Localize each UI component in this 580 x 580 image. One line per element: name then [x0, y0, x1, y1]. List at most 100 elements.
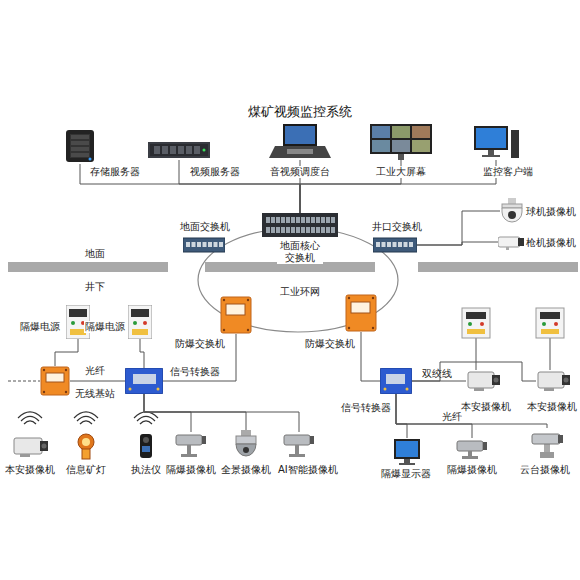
device-label: 地面核心交换机	[277, 240, 323, 264]
device-icon	[536, 370, 572, 392]
device-icon	[148, 140, 210, 160]
device-label: 球机摄像机	[525, 206, 577, 218]
device-node: 无线基站	[40, 366, 70, 396]
device-node: 执法仪	[138, 432, 154, 460]
device-label: 隔爆显示器	[380, 468, 432, 480]
device-icon	[500, 198, 524, 224]
device-node: 防爆交换机	[345, 294, 377, 332]
device-node: AI智能摄像机	[282, 432, 316, 458]
ground-band	[8, 262, 168, 272]
ground-band	[418, 262, 578, 272]
cable-connector	[80, 164, 300, 213]
device-label: 枪机摄像机	[525, 237, 577, 249]
device-icon	[62, 128, 98, 164]
device-icon	[530, 428, 564, 460]
cable-connector	[361, 332, 380, 381]
device-icon	[138, 432, 154, 460]
device-node: 隔爆摄像机	[455, 438, 489, 460]
device-label: 工业大屏幕	[375, 166, 427, 178]
device-icon	[373, 235, 417, 255]
device-label: 音视频调度台	[269, 166, 331, 178]
device-node: 防爆交换机	[220, 296, 252, 334]
device-label: 云台摄像机	[519, 464, 571, 476]
device-icon	[393, 438, 421, 466]
area-label: 地面	[85, 248, 105, 260]
device-label: 地面交换机	[179, 221, 231, 233]
cable-label: 光纤	[442, 411, 462, 423]
power-supply-symbol	[536, 308, 564, 370]
device-icon	[466, 370, 502, 392]
device-node: 信号转换器	[125, 368, 163, 394]
device-node: 隔爆摄像机	[174, 432, 208, 458]
device-node: 井口交换机	[373, 235, 417, 255]
device-icon	[370, 124, 432, 160]
device-node: 本安摄像机	[536, 370, 572, 392]
device-icon	[232, 430, 260, 460]
device-label: 隔爆电源	[84, 321, 126, 333]
device-node: 云台摄像机	[530, 428, 564, 460]
power-supply-symbol	[462, 308, 490, 370]
device-label: 隔爆摄像机	[165, 464, 217, 476]
device-icon	[345, 294, 377, 332]
device-label: 视频服务器	[189, 166, 241, 178]
device-label: 本安摄像机	[4, 464, 56, 476]
cable-connector	[396, 394, 547, 428]
device-label: 本安摄像机	[460, 401, 512, 413]
device-label: 无线基站	[74, 388, 116, 400]
device-node: 本安摄像机	[466, 370, 502, 392]
device-icon	[380, 368, 412, 394]
device-node: 信号转换器	[380, 368, 412, 394]
dashed-link	[8, 381, 40, 382]
device-icon	[125, 368, 163, 394]
cable-connector	[140, 339, 144, 368]
area-label: 井下	[85, 281, 105, 293]
device-icon	[262, 213, 338, 237]
device-icon	[220, 296, 252, 334]
device-icon	[12, 436, 50, 458]
device-icon	[472, 124, 520, 160]
device-label: AI智能摄像机	[277, 464, 339, 476]
device-icon	[128, 305, 152, 339]
cable-connector	[417, 211, 500, 245]
device-icon	[265, 122, 335, 160]
device-icon	[282, 432, 316, 458]
cable-connector	[144, 394, 299, 432]
device-icon	[183, 235, 225, 255]
device-node: 枪机摄像机	[498, 234, 526, 250]
device-icon	[40, 366, 70, 396]
cable-connector	[70, 381, 125, 382]
device-icon	[75, 432, 97, 460]
device-node: 信息矿灯	[75, 432, 97, 460]
diagram-title: 煤矿视频监控系统	[248, 104, 352, 120]
device-node: 隔爆显示器	[393, 438, 421, 466]
wireless-symbol	[74, 412, 98, 424]
device-label: 信号转换器	[340, 402, 392, 414]
device-label: 执法仪	[130, 464, 162, 476]
device-node: 监控客户端	[472, 124, 520, 160]
cable-label: 双绞线	[422, 368, 452, 380]
device-icon	[455, 438, 489, 460]
device-node: 地面交换机	[183, 235, 225, 255]
device-label: 全景摄像机	[220, 464, 272, 476]
device-node: 音视频调度台	[265, 122, 335, 160]
device-node: 工业大屏幕	[370, 124, 432, 160]
area-label: 工业环网	[280, 286, 320, 298]
ring-network	[198, 228, 398, 332]
device-label: 井口交换机	[371, 221, 423, 233]
cable-connector	[163, 334, 236, 381]
device-node: 视频服务器	[148, 140, 210, 160]
device-label: 信息矿灯	[65, 464, 107, 476]
device-label: 隔爆电源	[19, 321, 61, 333]
cable-connector	[144, 394, 191, 432]
device-node: 本安摄像机	[12, 436, 50, 458]
device-node: 隔爆电源	[128, 305, 152, 339]
device-icon	[174, 432, 208, 458]
device-label: 信号转换器	[169, 366, 221, 378]
cable-connector	[55, 339, 78, 366]
cable-connector	[417, 242, 498, 245]
device-label: 存储服务器	[89, 166, 141, 178]
device-label: 监控客户端	[482, 166, 534, 178]
device-label: 防爆交换机	[174, 338, 226, 350]
device-node: 球机摄像机	[500, 198, 524, 224]
